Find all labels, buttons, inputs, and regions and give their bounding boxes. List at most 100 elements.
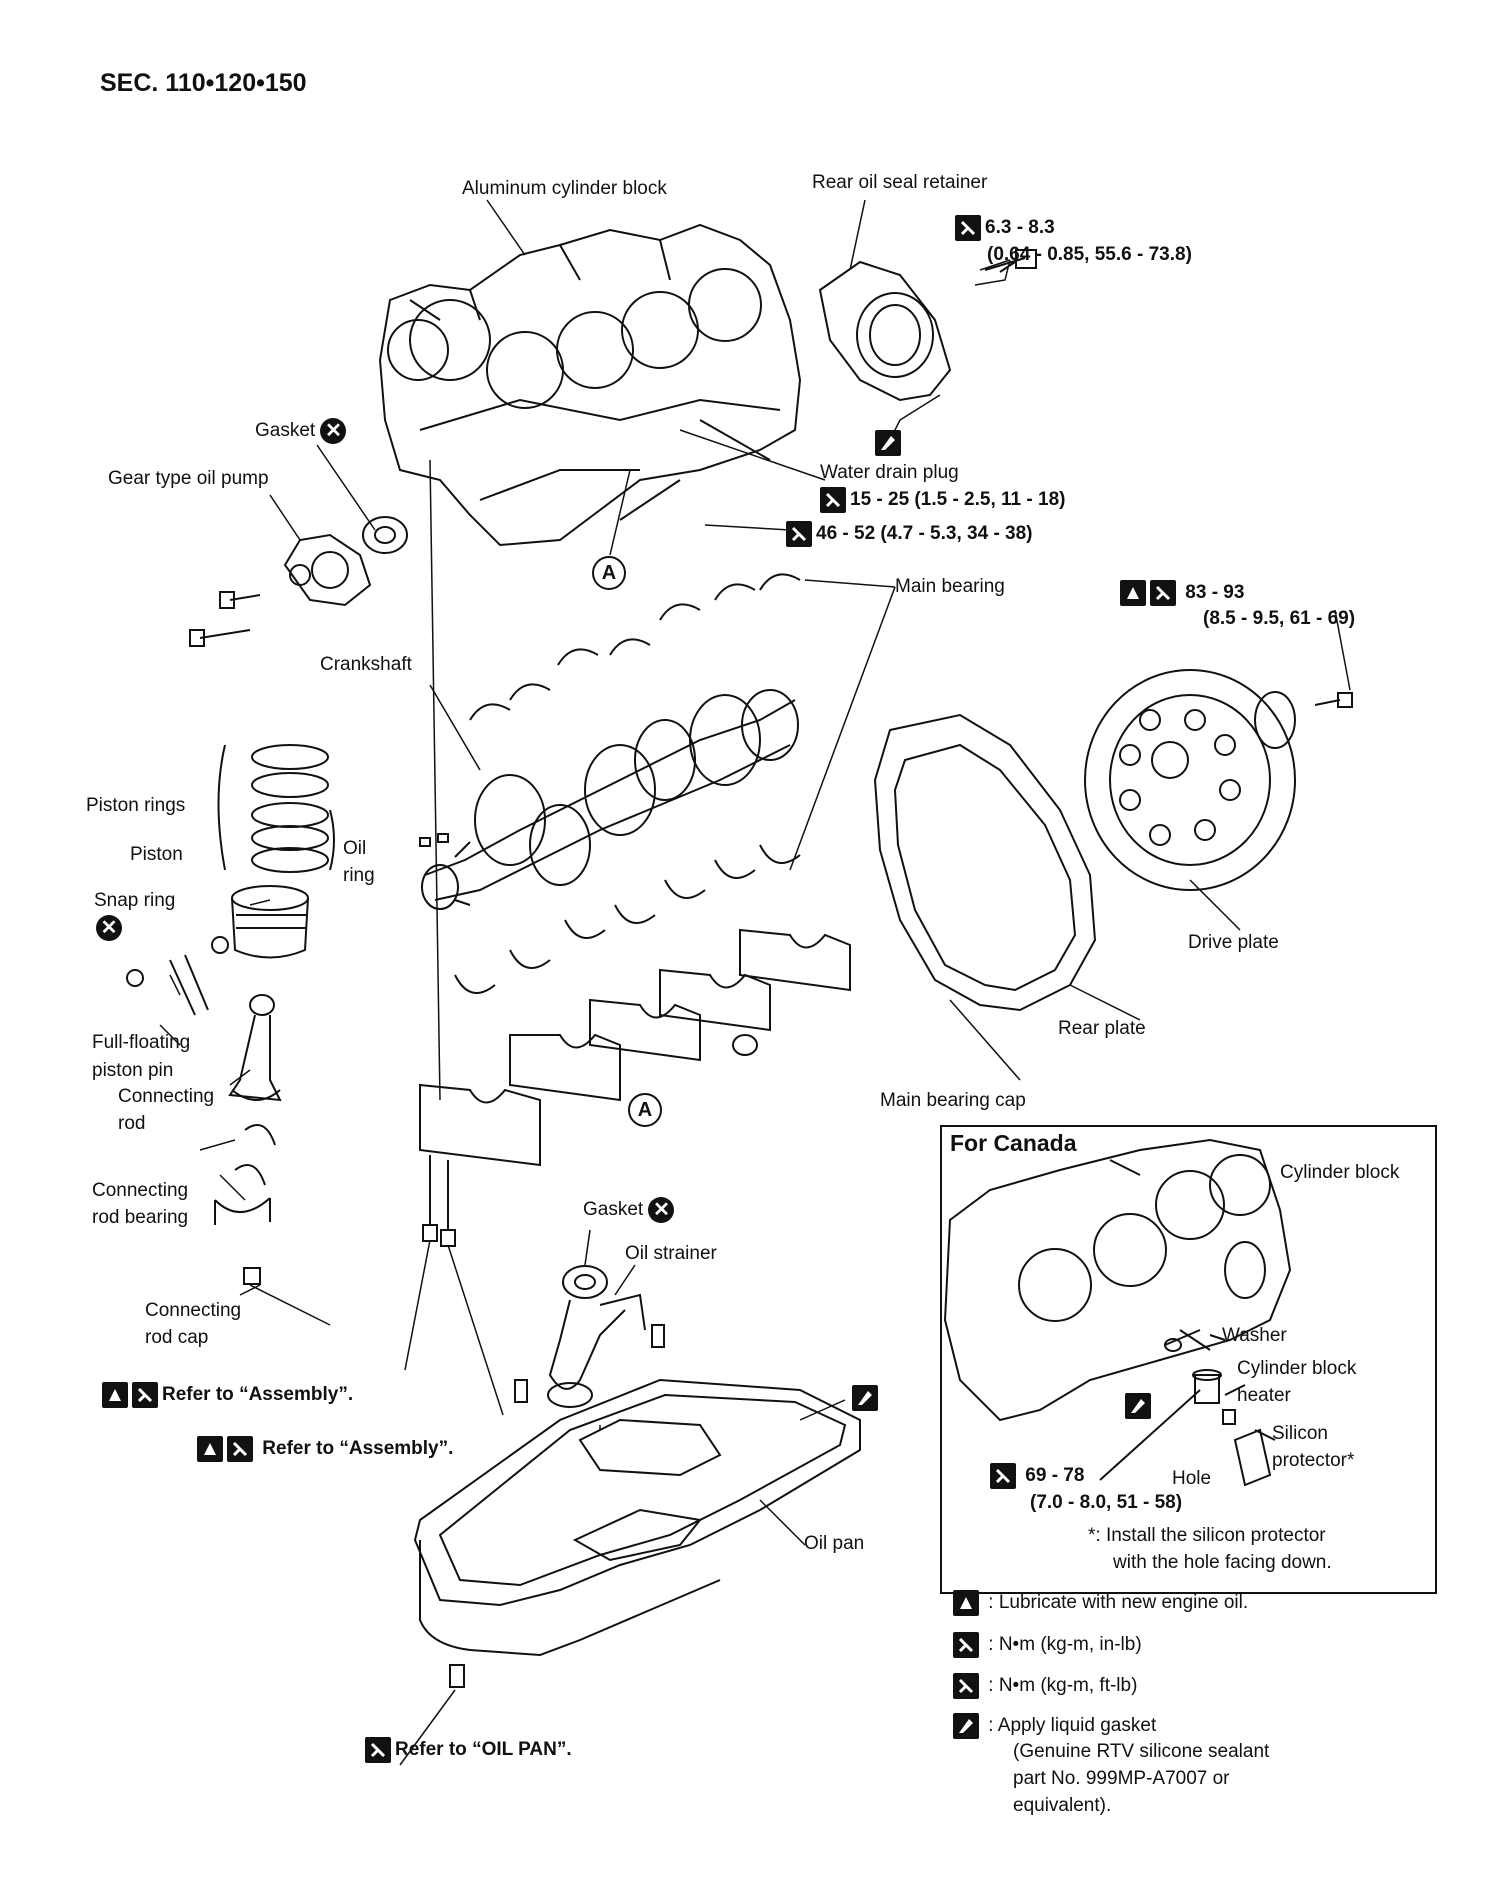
torque-wrench-ftlb-icon (1150, 580, 1176, 606)
oil-pan-gasket-icon-wrap (852, 1385, 882, 1411)
label-piston-rings: Piston rings (86, 795, 186, 816)
canada-cylinder-block: Cylinder block (1280, 1162, 1400, 1183)
upper-main-bearings (469, 573, 801, 721)
torque-wrench-inlb-icon (955, 215, 981, 241)
label-con-rod-bearing-2: rod bearing (92, 1207, 189, 1228)
liquid-gasket-icon (875, 430, 901, 456)
cylinder-block-drawing (378, 223, 802, 547)
label-main-bearing: Main bearing (895, 576, 1005, 597)
torque-retainer-spec-detail: (0.64 - 0.85, 55.6 - 73.8) (987, 244, 1192, 265)
drive-plate-drawing (1084, 669, 1353, 891)
oil-can-icon (102, 1382, 128, 1408)
torque-drain-spec-1: 15 - 25 (1.5 - 2.5, 11 - 18) (820, 487, 1065, 513)
liquid-gasket-icon (1125, 1393, 1151, 1419)
section-header: SEC. 110•120•150 (100, 69, 307, 97)
cap-bolts (422, 1155, 456, 1247)
label-full-floating-2: piston pin (92, 1060, 174, 1081)
label-main-bearing-cap: Main bearing cap (880, 1090, 1026, 1111)
label-cylinder-block: Aluminum cylinder block (462, 178, 667, 199)
label-connecting-rod-2: rod (118, 1113, 146, 1134)
canada-heater-1: Cylinder block (1237, 1358, 1357, 1379)
piston-drawing (126, 885, 309, 1016)
label-gasket: Gasket ✕ (255, 418, 347, 444)
main-bearing-caps (419, 928, 851, 1167)
torque-drain-spec-2: 46 - 52 (4.7 - 5.3, 34 - 38) (786, 521, 1033, 547)
label-oil-strainer: Oil strainer (625, 1243, 717, 1264)
canada-torque-1: 69 - 78 (990, 1463, 1084, 1489)
piston-rings-drawing (217, 744, 335, 873)
no-reuse-icon: ✕ (320, 418, 347, 444)
legend-nm-ftlb: : N•m (kg-m, ft-lb) (953, 1673, 1137, 1699)
snap-ring-no-reuse: ✕ (96, 915, 122, 941)
refer-oil-pan: Refer to “OIL PAN”. (365, 1737, 572, 1763)
legend-gasket-3: part No. 999MP-A7007 or (1013, 1768, 1230, 1789)
torque-wrench-ftlb-icon (953, 1673, 979, 1699)
label-oil-pan: Oil pan (804, 1533, 865, 1554)
label-piston: Piston (130, 844, 183, 865)
connecting-rod-drawing (214, 994, 282, 1285)
torque-wrench-ftlb-icon (786, 521, 812, 547)
legend-gasket: : Apply liquid gasket (953, 1713, 1156, 1739)
canada-silicon-2: protector* (1272, 1450, 1355, 1471)
torque-retainer-spec: 6.3 - 8.3 (955, 215, 1055, 241)
canada-note-2: with the hole facing down. (1113, 1552, 1332, 1573)
label-gasket-2: Gasket ✕ (583, 1197, 675, 1223)
canada-washer: Washer (1222, 1325, 1287, 1346)
label-snap-ring: Snap ring (94, 890, 176, 911)
legend-gasket-2: (Genuine RTV silicone sealant (1013, 1741, 1270, 1762)
no-reuse-icon: ✕ (648, 1197, 675, 1223)
crankshaft-drawing (421, 689, 799, 910)
label-drive-plate: Drive plate (1188, 932, 1279, 953)
no-reuse-icon: ✕ (96, 915, 122, 941)
oil-pan-drawing (413, 1378, 861, 1688)
marker-a-lower: A (628, 1093, 662, 1127)
canada-block-drawing (943, 1138, 1292, 1487)
torque-wrench-ftlb-icon (820, 487, 846, 513)
canada-hole: Hole (1172, 1468, 1212, 1489)
label-oil-ring-1: Oil (343, 838, 367, 859)
label-crankshaft: Crankshaft (320, 654, 412, 675)
torque-wrench-ftlb-icon (227, 1436, 253, 1462)
liquid-gasket-icon (852, 1385, 878, 1411)
label-con-rod-bearing-1: Connecting (92, 1180, 189, 1201)
canada-inset-box (940, 1125, 1437, 1594)
marker-a-upper: A (592, 556, 626, 590)
canada-note-1: *: Install the silicon protector (1088, 1525, 1326, 1546)
canada-torque-2: (7.0 - 8.0, 51 - 58) (1030, 1492, 1183, 1513)
legend-gasket-4: equivalent). (1013, 1795, 1112, 1816)
label-rear-plate: Rear plate (1058, 1018, 1146, 1039)
label-water-drain-plug: Water drain plug (820, 462, 959, 483)
gear-oil-pump-drawing (189, 516, 408, 647)
oil-can-icon (953, 1590, 979, 1616)
label-full-floating-1: Full-floating (92, 1032, 191, 1053)
oil-can-icon (197, 1436, 223, 1462)
label-oil-ring-2: ring (343, 865, 375, 886)
torque-drive-spec: 83 - 93 (1120, 580, 1244, 606)
dowel-pins (419, 833, 449, 847)
torque-wrench-ftlb-icon (365, 1737, 391, 1763)
oil-strainer-drawing (514, 1265, 665, 1408)
canada-gasket-icon-wrap (1125, 1393, 1155, 1419)
label-con-rod-cap-1: Connecting (145, 1300, 242, 1321)
torque-drive-spec-detail: (8.5 - 9.5, 61 - 69) (1203, 608, 1356, 629)
canada-title: For Canada (950, 1130, 1077, 1156)
legend-lubricate: : Lubricate with new engine oil. (953, 1590, 1248, 1616)
label-con-rod-cap-2: rod cap (145, 1327, 209, 1348)
liquid-gasket-icon (953, 1713, 979, 1739)
torque-wrench-ftlb-icon (132, 1382, 158, 1408)
rear-plate-drawing (873, 713, 1097, 1012)
label-connecting-rod-1: Connecting (118, 1086, 215, 1107)
rear-oil-seal-retainer-drawing (818, 249, 1037, 402)
label-rear-oil-seal-retainer: Rear oil seal retainer (812, 172, 988, 193)
refer-assembly-1: Refer to “Assembly”. (102, 1382, 353, 1408)
retainer-gasket-icon-wrap (875, 430, 905, 456)
refer-assembly-2: Refer to “Assembly”. (197, 1436, 453, 1462)
legend-nm-inlb: : N•m (kg-m, in-lb) (953, 1632, 1142, 1658)
label-gear-oil-pump: Gear type oil pump (108, 468, 269, 489)
oil-can-icon (1120, 580, 1146, 606)
canada-heater-2: heater (1237, 1385, 1291, 1406)
torque-wrench-ftlb-icon (990, 1463, 1016, 1489)
lower-main-bearings (454, 844, 801, 994)
canada-silicon-1: Silicon (1272, 1423, 1328, 1444)
